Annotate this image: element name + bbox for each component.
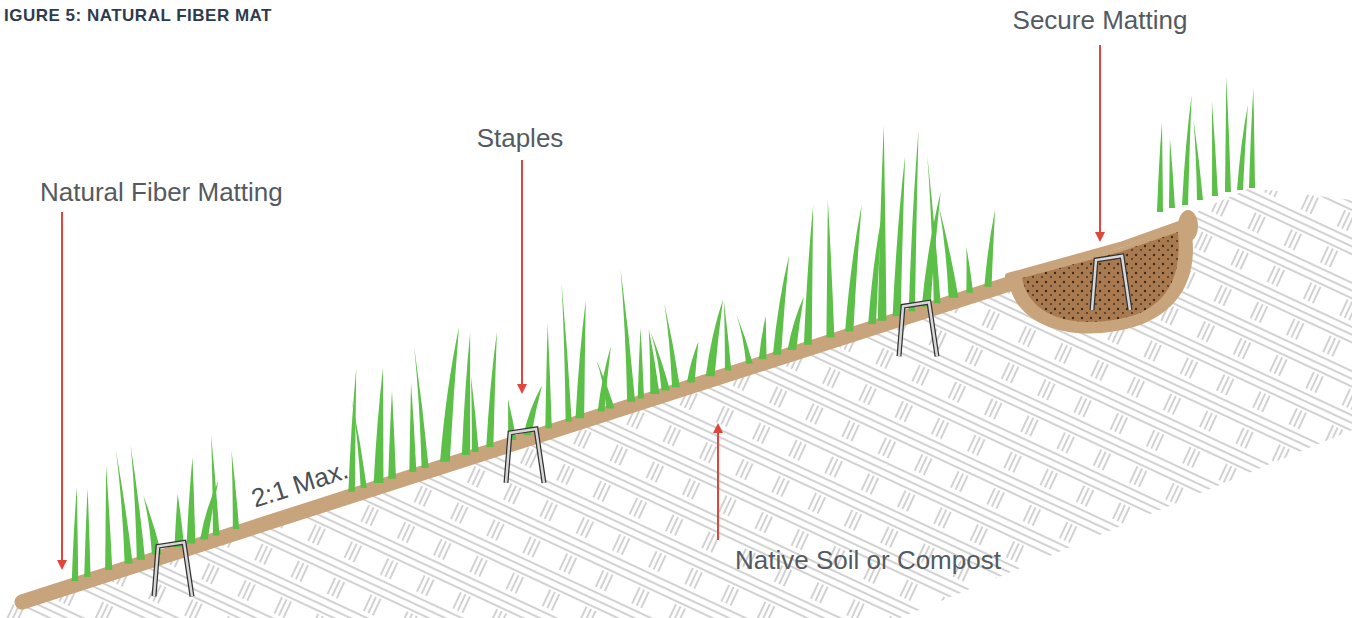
grass-blade: [724, 301, 731, 370]
part-label: Natural Fiber Matting: [40, 178, 283, 207]
staple: [899, 302, 937, 356]
grass-blade: [562, 283, 572, 422]
staple: [506, 429, 544, 483]
grass-blade: [759, 316, 767, 359]
grass-blade: [804, 205, 813, 345]
figure-title: IGURE 5: NATURAL FIBER MAT: [4, 6, 272, 26]
grass-blade: [84, 488, 90, 577]
part-label: Staples: [477, 124, 564, 153]
leader-arrow: [1099, 45, 1101, 240]
fiber-mat: [22, 283, 1012, 602]
grass-blade: [596, 359, 614, 408]
soil-hatching: [0, 188, 1352, 618]
grass-blade: [388, 391, 396, 479]
grass-blade: [1169, 138, 1175, 208]
grass-blade: [706, 299, 723, 376]
leader-arrow: [61, 212, 63, 568]
grass-blade: [462, 333, 470, 455]
grass-blade: [414, 346, 429, 468]
grass-blade: [927, 155, 940, 303]
grass-blade: [105, 465, 112, 570]
grass-blade: [1225, 77, 1231, 192]
grass-blade: [984, 210, 995, 287]
grass-blade: [651, 332, 670, 390]
mat-end: [1178, 210, 1198, 242]
grass-blade: [576, 300, 586, 418]
grass-blade: [966, 247, 973, 293]
grass-blade: [211, 435, 219, 535]
grass-blade: [1212, 101, 1218, 196]
grass-blade: [664, 303, 680, 387]
grass-blade: [736, 315, 752, 364]
staple: [154, 542, 192, 596]
staple: [1092, 256, 1130, 310]
grass-blade: [1249, 88, 1255, 188]
grass-blade: [374, 368, 384, 483]
staple: [154, 542, 192, 596]
grass-blade: [845, 205, 862, 332]
leader-arrow: [521, 160, 523, 392]
grass-blade: [621, 269, 636, 402]
grass-blade: [1157, 122, 1163, 212]
grass-blade: [440, 327, 459, 461]
grass-blade: [788, 297, 804, 350]
grass-blade: [116, 451, 133, 563]
grass-blade: [1237, 105, 1248, 190]
grass-blade: [409, 382, 416, 472]
grass-blade: [486, 332, 497, 447]
grass-blade: [1194, 120, 1203, 200]
grass-blade: [348, 368, 356, 491]
grass-blade: [1182, 95, 1192, 205]
grass-blade: [187, 457, 196, 543]
grass-blade: [131, 446, 145, 560]
grass-blade: [638, 328, 644, 399]
grass-blade: [72, 487, 78, 581]
part-label: Native Soil or Compost: [735, 546, 1001, 575]
grass-blade: [878, 125, 887, 321]
grass-blade: [232, 450, 240, 529]
compost-fill: [1022, 232, 1179, 322]
compost-dots: [1022, 232, 1179, 322]
grass-blade: [174, 494, 184, 547]
grass-blade: [893, 156, 905, 316]
staple: [899, 302, 937, 356]
leader-arrow: [717, 425, 719, 540]
staple: [1092, 256, 1130, 310]
grass-blade: [545, 324, 552, 429]
grass-blade: [826, 200, 834, 337]
grass-blade: [351, 398, 366, 488]
staple: [506, 429, 544, 483]
grass-blade: [687, 342, 699, 383]
grass-blade: [939, 207, 958, 297]
grass-blade: [773, 255, 789, 354]
grass-blade: [471, 376, 479, 452]
part-label: Secure Matting: [1013, 6, 1188, 35]
grass-blade: [909, 130, 919, 311]
soil-ground: [0, 188, 1352, 618]
